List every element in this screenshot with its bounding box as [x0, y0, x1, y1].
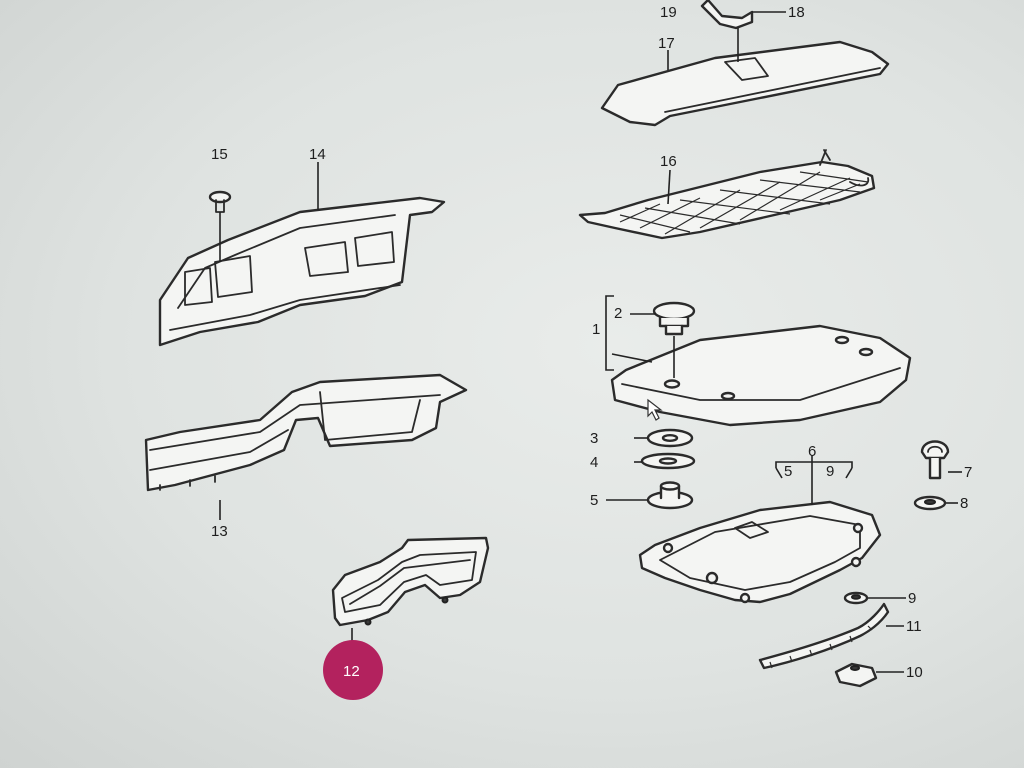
callout-9: 9	[908, 590, 916, 607]
callout-12: 12	[343, 663, 360, 680]
part-1-cover	[610, 324, 912, 427]
callout-labels: 1 2 3 4 5 6 5 9 7 8 9 11 10 13 14 15 16 …	[211, 4, 972, 681]
leader-lines	[219, 11, 962, 673]
callout-17: 17	[658, 35, 675, 52]
callout-10: 10	[906, 664, 923, 681]
callout-19: 19	[660, 4, 677, 21]
callout-5-group: 5	[784, 463, 792, 480]
callout-9-group: 9	[826, 463, 834, 480]
part-15-clip	[208, 190, 232, 262]
part-7-eyebolt	[920, 440, 950, 480]
part-6-frame	[638, 500, 882, 604]
callout-3: 3	[590, 430, 598, 447]
callout-8: 8	[960, 495, 968, 512]
part-8-washer	[913, 495, 947, 511]
part-17-lid	[600, 40, 890, 127]
part-9-washer	[843, 591, 869, 605]
part-12-bracket	[331, 536, 490, 627]
part-16-net	[578, 149, 876, 240]
callout-13: 13	[211, 523, 228, 540]
callout-1: 1	[592, 321, 600, 338]
group-bracket-6	[775, 461, 853, 468]
part-2-knob	[652, 301, 696, 378]
highlight-badge	[323, 640, 383, 700]
callout-16: 16	[660, 153, 677, 170]
callout-5: 5	[590, 492, 598, 509]
part-10-nut	[834, 662, 878, 688]
part-14-panel	[158, 196, 446, 347]
part-3-washer	[646, 428, 694, 448]
part-4-washer	[640, 452, 696, 470]
part-5-stud	[646, 481, 694, 510]
part-11-seal	[758, 602, 890, 670]
part-13-tray	[144, 373, 468, 492]
callout-15: 15	[211, 146, 228, 163]
callout-12-highlight: 12	[323, 640, 383, 700]
callout-11: 11	[906, 618, 922, 635]
callout-6: 6	[808, 443, 816, 460]
callout-18: 18	[788, 4, 805, 21]
callout-2: 2	[614, 305, 622, 322]
callout-14: 14	[309, 146, 326, 163]
part-18-hinge	[700, 0, 754, 62]
callout-7: 7	[964, 464, 972, 481]
callout-4: 4	[590, 454, 598, 471]
